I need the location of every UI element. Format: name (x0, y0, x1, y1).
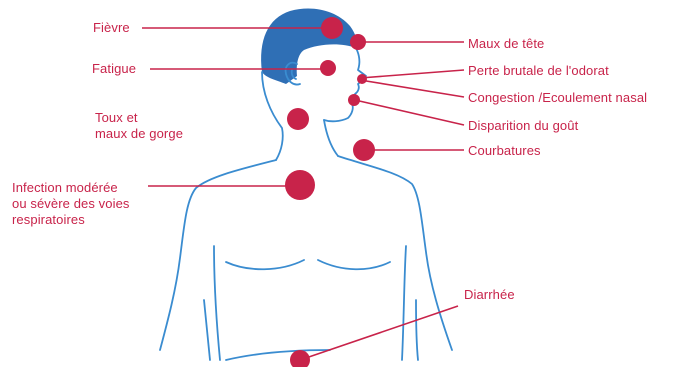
marker-diarrhee (290, 350, 310, 367)
label-infection: Infection modérée ou sévère des voies re… (12, 180, 130, 228)
label-fievre: Fièvre (93, 20, 130, 36)
label-diarrhee: Diarrhée (464, 287, 515, 303)
label-gout: Disparition du goût (468, 118, 578, 134)
marker-odorat (357, 74, 367, 84)
marker-toux (287, 108, 309, 130)
body-outline (160, 48, 452, 360)
label-maux-tete: Maux de tête (468, 36, 544, 52)
label-fatigue: Fatigue (92, 61, 136, 77)
marker-maux-tete (350, 34, 366, 50)
label-toux: Toux et maux de gorge (95, 110, 183, 142)
hair-shape (261, 9, 357, 84)
marker-infection (285, 170, 315, 200)
marker-fievre (321, 17, 343, 39)
marker-gout (348, 94, 360, 106)
label-odorat: Perte brutale de l'odorat (468, 63, 609, 79)
marker-fatigue (320, 60, 336, 76)
label-congestion: Congestion /Ecoulement nasal (468, 90, 647, 106)
marker-courbatures (353, 139, 375, 161)
label-courbatures: Courbatures (468, 143, 541, 159)
